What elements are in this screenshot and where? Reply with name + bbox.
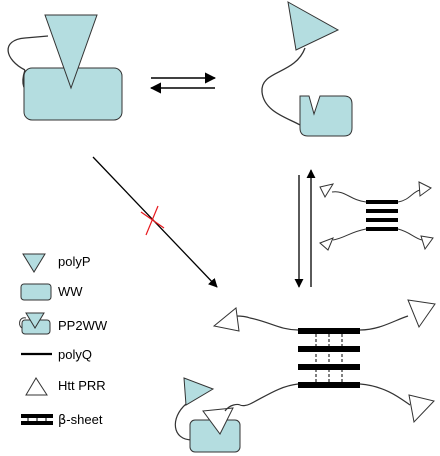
legend-item-beta-sheet: β-sheet [21,412,103,428]
legend-label-pp2ww: PP2WW [58,318,108,333]
small-aggregate [319,181,434,251]
legend-item-ww: WW [20,283,83,301]
aggregate-prr-3 [408,394,435,424]
beta-sheet-icon [21,414,53,425]
closed-polyp-triangle [44,14,98,90]
legend-label-ww: WW [58,284,83,299]
equilibrium-arrows-vertical [294,169,316,288]
equilibrium-arrows-top [149,72,217,94]
open-pp2ww-state [261,1,353,137]
beta-symbol: β [58,413,66,428]
blocked-pathway [92,156,218,288]
pp2ww-complex-icon [19,312,51,335]
aggregate-prr-2 [407,299,436,329]
legend-item-pp2ww: PP2WW [19,312,108,335]
legend-label-beta-sheet: β-sheet [58,412,103,428]
pp2ww-bound-aggregate [174,377,241,453]
blocked-cross-2 [145,205,159,236]
closed-linker [7,35,49,71]
legend: polyP WW PP2WW polyQ Htt PRR [19,253,108,428]
large-aggregate [212,299,436,424]
htt-prr-triangle-icon [25,377,48,396]
aggregate-prr-1 [212,307,240,332]
legend-label-htt-prr: Htt PRR [58,378,106,393]
legend-label-polyp: polyP [58,254,91,269]
legend-item-htt-prr: Htt PRR [25,377,106,396]
ww-domain-icon [20,283,52,301]
legend-item-polyp: polyP [22,253,91,273]
beta-suffix: -sheet [66,412,103,427]
open-polyp-triangle [287,1,340,51]
legend-item-polyq: polyQ [21,347,92,362]
polyp-triangle-icon [22,253,46,273]
closed-pp2ww-state [7,14,123,121]
open-linker [261,47,306,126]
open-ww-domain [299,95,353,137]
legend-label-polyq: polyQ [58,347,92,362]
